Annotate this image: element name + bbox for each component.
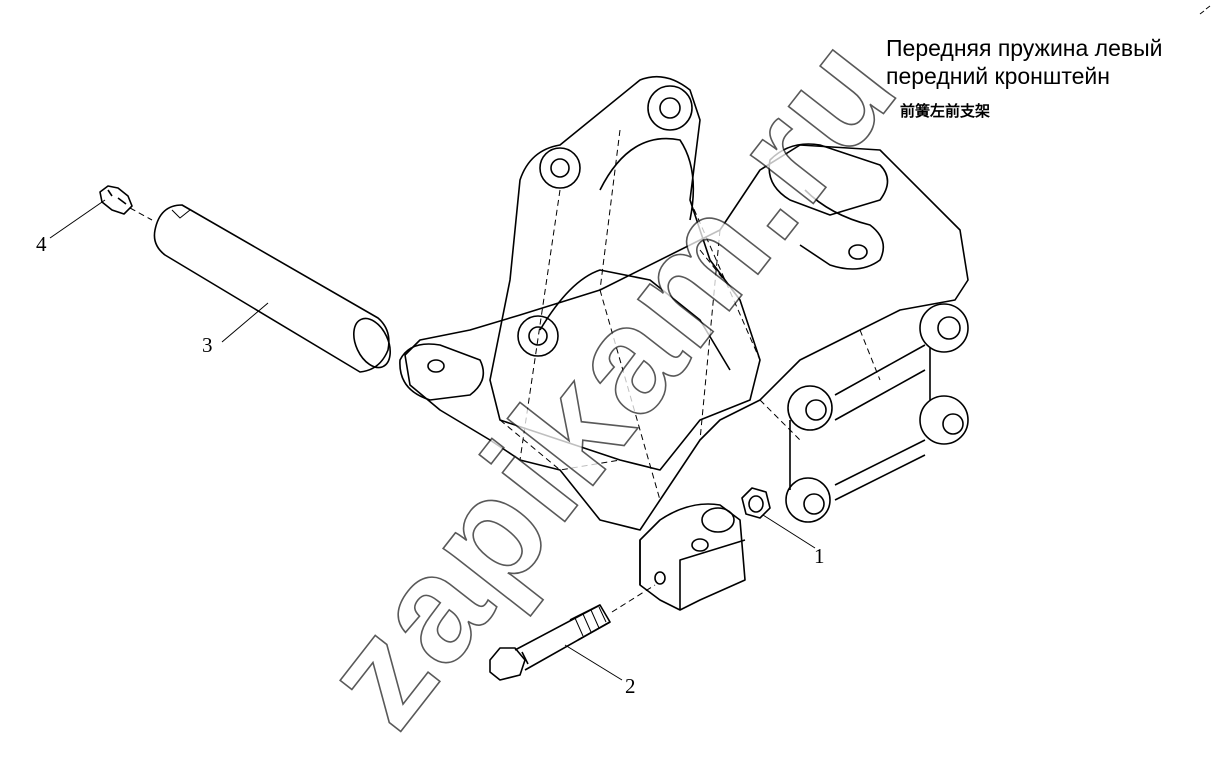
part-title-russian: Передняя пружина левый передний кронштей… bbox=[886, 34, 1163, 90]
corner-mark bbox=[1199, 5, 1211, 15]
nut-part-1 bbox=[741, 487, 771, 519]
callout-3: 3 bbox=[202, 333, 213, 357]
title-line-2: передний кронштейн bbox=[886, 63, 1110, 89]
leader-line-4 bbox=[49, 199, 106, 239]
leader-line-1 bbox=[762, 514, 816, 549]
callout-2: 2 bbox=[625, 674, 636, 698]
pin-part-3 bbox=[153, 204, 391, 373]
parts-diagram bbox=[49, 5, 1211, 681]
bolt-part-2 bbox=[489, 584, 656, 681]
leader-line-2 bbox=[564, 644, 623, 681]
grease-fitting-part-4 bbox=[99, 185, 153, 221]
callout-4: 4 bbox=[36, 232, 47, 256]
callout-1: 1 bbox=[814, 544, 825, 568]
front-spring-bracket bbox=[399, 75, 969, 611]
title-line-1: Передняя пружина левый bbox=[886, 35, 1163, 61]
part-title-chinese: 前簧左前支架 bbox=[900, 102, 991, 120]
leader-line-3 bbox=[221, 302, 269, 343]
